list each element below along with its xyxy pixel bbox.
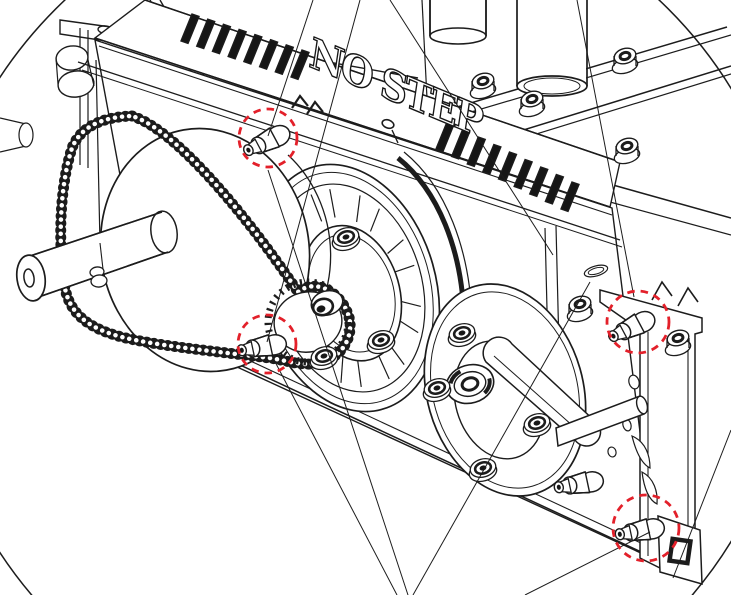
grease-fitting-callout xyxy=(237,107,299,169)
leader-line xyxy=(672,429,731,579)
hex-bolt xyxy=(366,329,396,355)
socket-bolt xyxy=(469,72,497,100)
chain-sprocket xyxy=(264,278,352,366)
leader-line xyxy=(389,0,554,256)
hex-bolt xyxy=(522,412,552,438)
grease-fitting xyxy=(553,471,605,495)
tensioner-arm xyxy=(482,336,649,448)
hardware xyxy=(309,47,692,483)
grease-fitting xyxy=(242,124,291,157)
tread-hatching xyxy=(180,13,580,213)
grease-fitting-callout xyxy=(236,313,298,375)
drive-shaft xyxy=(15,210,178,302)
leader-line xyxy=(267,169,409,595)
hex-bolt xyxy=(422,377,452,403)
grease-fittings xyxy=(236,124,666,542)
leader-line xyxy=(271,355,398,595)
hex-bolt xyxy=(331,226,361,252)
center-bearing xyxy=(445,363,495,405)
leader-line xyxy=(266,0,361,343)
leader-line xyxy=(576,0,635,298)
grease-fitting-callout xyxy=(611,493,681,563)
socket-bolt xyxy=(613,137,641,165)
grease-fitting xyxy=(236,334,288,358)
socket-bolt xyxy=(611,47,639,75)
leader-line xyxy=(267,0,314,137)
grease-fitting-callout xyxy=(605,289,671,355)
socket-bolt xyxy=(518,90,546,118)
leader-line xyxy=(412,281,591,595)
vertical-cylinder xyxy=(429,0,588,97)
socket-bolt xyxy=(664,329,692,357)
hex-bolt xyxy=(447,322,477,348)
annotation-layer xyxy=(236,0,731,595)
grease-fitting xyxy=(607,310,656,343)
leader-line xyxy=(524,531,651,595)
tensioner-rod xyxy=(555,394,649,448)
